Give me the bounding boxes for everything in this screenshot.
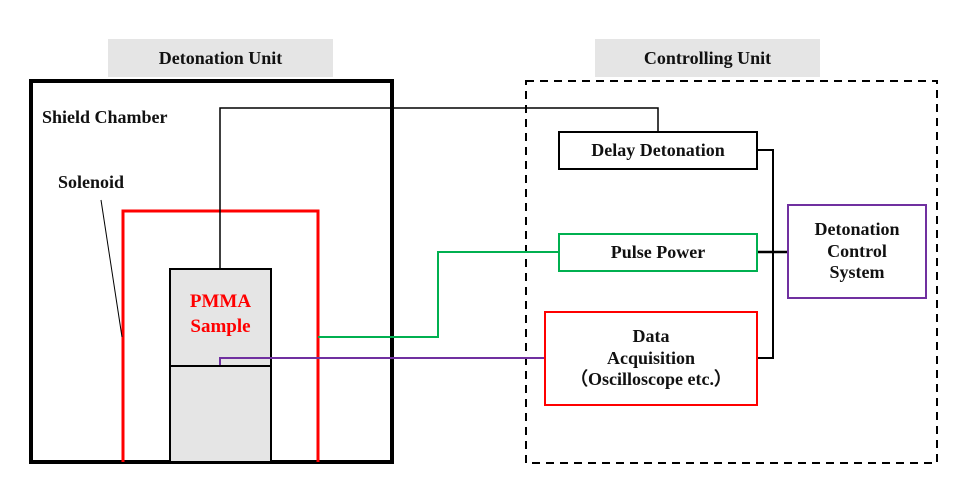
control-bus-wire [758, 149, 774, 359]
pulse-power-wire [318, 251, 558, 338]
pmma-sample-label: PMMA Sample [170, 290, 271, 339]
control-system-line3: System [829, 262, 885, 283]
detonation-unit-header-text: Detonation Unit [158, 47, 283, 68]
solenoid-label: Solenoid [58, 172, 125, 192]
sample-lower-block [169, 365, 272, 463]
delay-detonation-box[interactable]: Delay Detonation [558, 131, 758, 170]
data-acquisition-wire [219, 357, 544, 365]
solenoid-leader-line [100, 199, 123, 338]
data-acquisition-box[interactable]: Data Acquisition （Oscilloscope etc.） [544, 311, 758, 406]
shield-chamber-label: Shield Chamber [42, 107, 168, 127]
detonation-wire [219, 107, 659, 269]
controlling-unit-header: Controlling Unit [595, 39, 820, 77]
controlling-unit-frame [525, 80, 938, 464]
control-system-line2: Control [827, 240, 887, 261]
delay-detonation-label: Delay Detonation [591, 139, 725, 160]
data-acquisition-line1: Data [632, 325, 670, 346]
data-acquisition-line2: Acquisition [606, 347, 696, 368]
pmma-sample-line2: Sample [190, 315, 251, 337]
data-acquisition-line3: （Oscilloscope etc.） [570, 369, 732, 390]
pulse-power-box[interactable]: Pulse Power [558, 233, 758, 272]
sample-upper-block [169, 268, 272, 367]
detonation-unit-header: Detonation Unit [108, 39, 333, 77]
pulse-power-label: Pulse Power [610, 241, 706, 262]
controlling-unit-header-text: Controlling Unit [643, 47, 772, 68]
pmma-sample-line1: PMMA [189, 291, 252, 312]
detonation-control-system-box[interactable]: Detonation Control System [787, 204, 927, 299]
control-system-line1: Detonation [814, 218, 900, 239]
